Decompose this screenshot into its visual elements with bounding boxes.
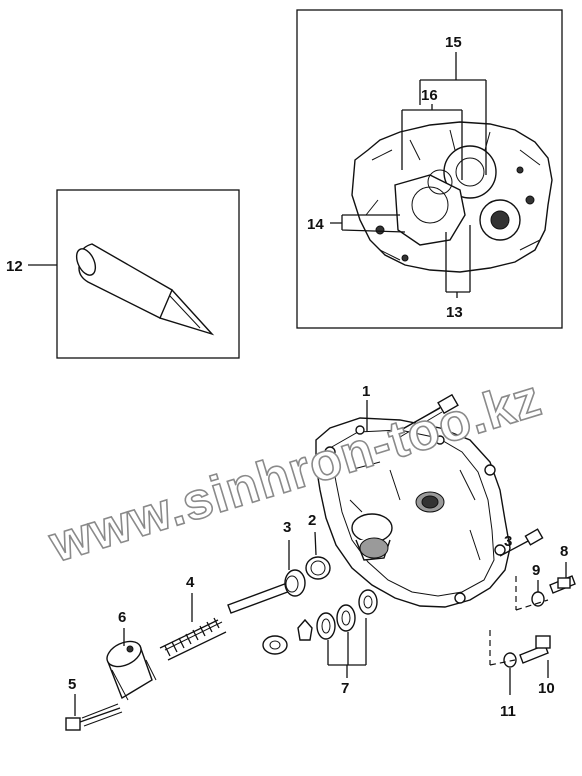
callout-3-right: 3 [504,533,512,550]
transaxle-housing-illustration [351,121,553,273]
bolt-bottom-left [65,703,123,731]
dashed-link-upper [515,576,549,611]
callout-14: 14 [307,216,324,233]
callout-4: 4 [186,574,195,591]
leader-7 [327,618,367,678]
callout-16: 16 [421,87,438,104]
callout-12: 12 [6,258,23,275]
callout-15: 15 [445,34,462,51]
leader-15 [419,52,487,175]
leader-14 [330,214,406,233]
fill-plug [519,635,551,664]
dashed-link-lower [489,630,516,666]
transaxle-inset: 15 16 14 13 [296,9,563,329]
housing-bolt-top [389,393,459,441]
housing-bolt-right [499,528,544,557]
sealant-frame [56,189,240,359]
callout-6: 6 [118,609,126,626]
leader-2 [314,531,317,556]
callout-11: 11 [500,703,516,720]
fill-gasket [503,652,517,668]
leader-13 [445,225,471,298]
callout-9: 9 [532,562,540,579]
callout-2: 2 [308,512,316,529]
detent-ball [297,618,313,641]
callout-3: 3 [283,519,291,536]
housing-cover [315,417,511,608]
callout-13: 13 [446,304,463,321]
callout-7: 7 [341,680,349,697]
spring [159,617,227,661]
sealant-inset: 12 [6,189,240,359]
leader-16 [401,104,463,180]
detent-cap [106,640,157,701]
callout-5: 5 [68,676,76,693]
o-ring [305,556,331,580]
callout-1: 1 [362,383,370,400]
shift-shaft [227,569,306,614]
callout-10: 10 [538,680,555,697]
drain-plug [549,575,576,594]
drain-gasket [531,591,545,607]
washer-flat [262,635,288,655]
sealant-tube-icon [75,243,215,336]
callout-8: 8 [560,543,568,560]
inset-frame [296,9,563,329]
washer-set [262,589,378,655]
